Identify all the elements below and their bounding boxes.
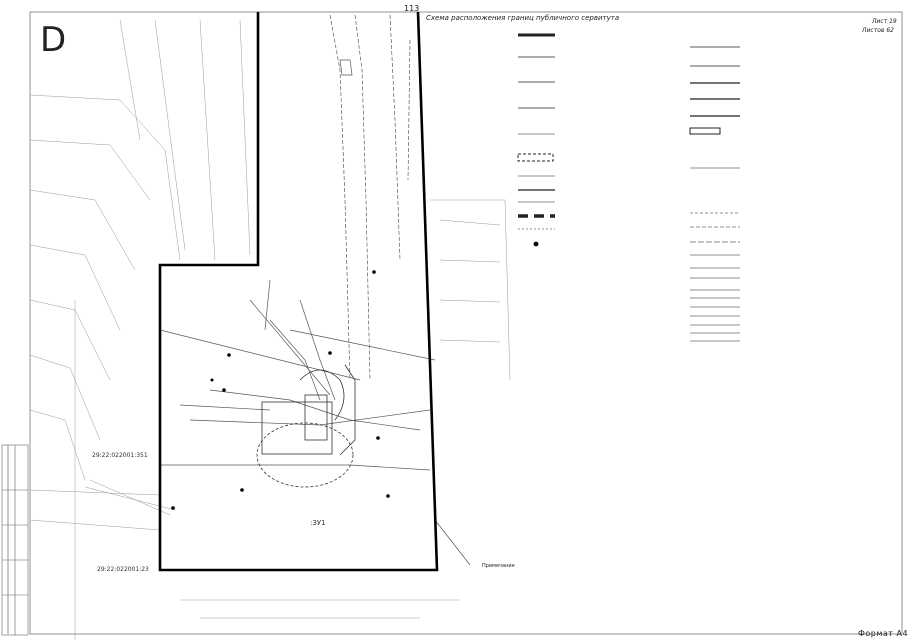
utility-corridor (329, 14, 411, 381)
easement-boundary (158, 11, 439, 572)
point-markers (171, 270, 390, 510)
format-label: Формат А4 (858, 629, 908, 638)
central-structure (256, 364, 356, 488)
zone-letter: D (40, 20, 67, 60)
parcel-label: 29:22:022001:23 (97, 566, 149, 573)
map-title: Схема расположения границ публичного сер… (426, 14, 620, 22)
notes-title: Примечания (482, 563, 515, 569)
parcel-label: 29:22:022001:351 (92, 452, 148, 459)
sheet-number: Лист 19 (872, 18, 897, 25)
page-number: 113 (404, 4, 420, 13)
solid-network-lines (159, 59, 471, 566)
parcel-label: :ЗУ1 (310, 519, 326, 527)
sheet-frame (29, 11, 903, 635)
legend-symbols (517, 33, 740, 342)
topo-lines (29, 19, 511, 640)
sheets-total: Листов 62 (862, 27, 894, 34)
title-stamp-frame (1, 444, 29, 636)
